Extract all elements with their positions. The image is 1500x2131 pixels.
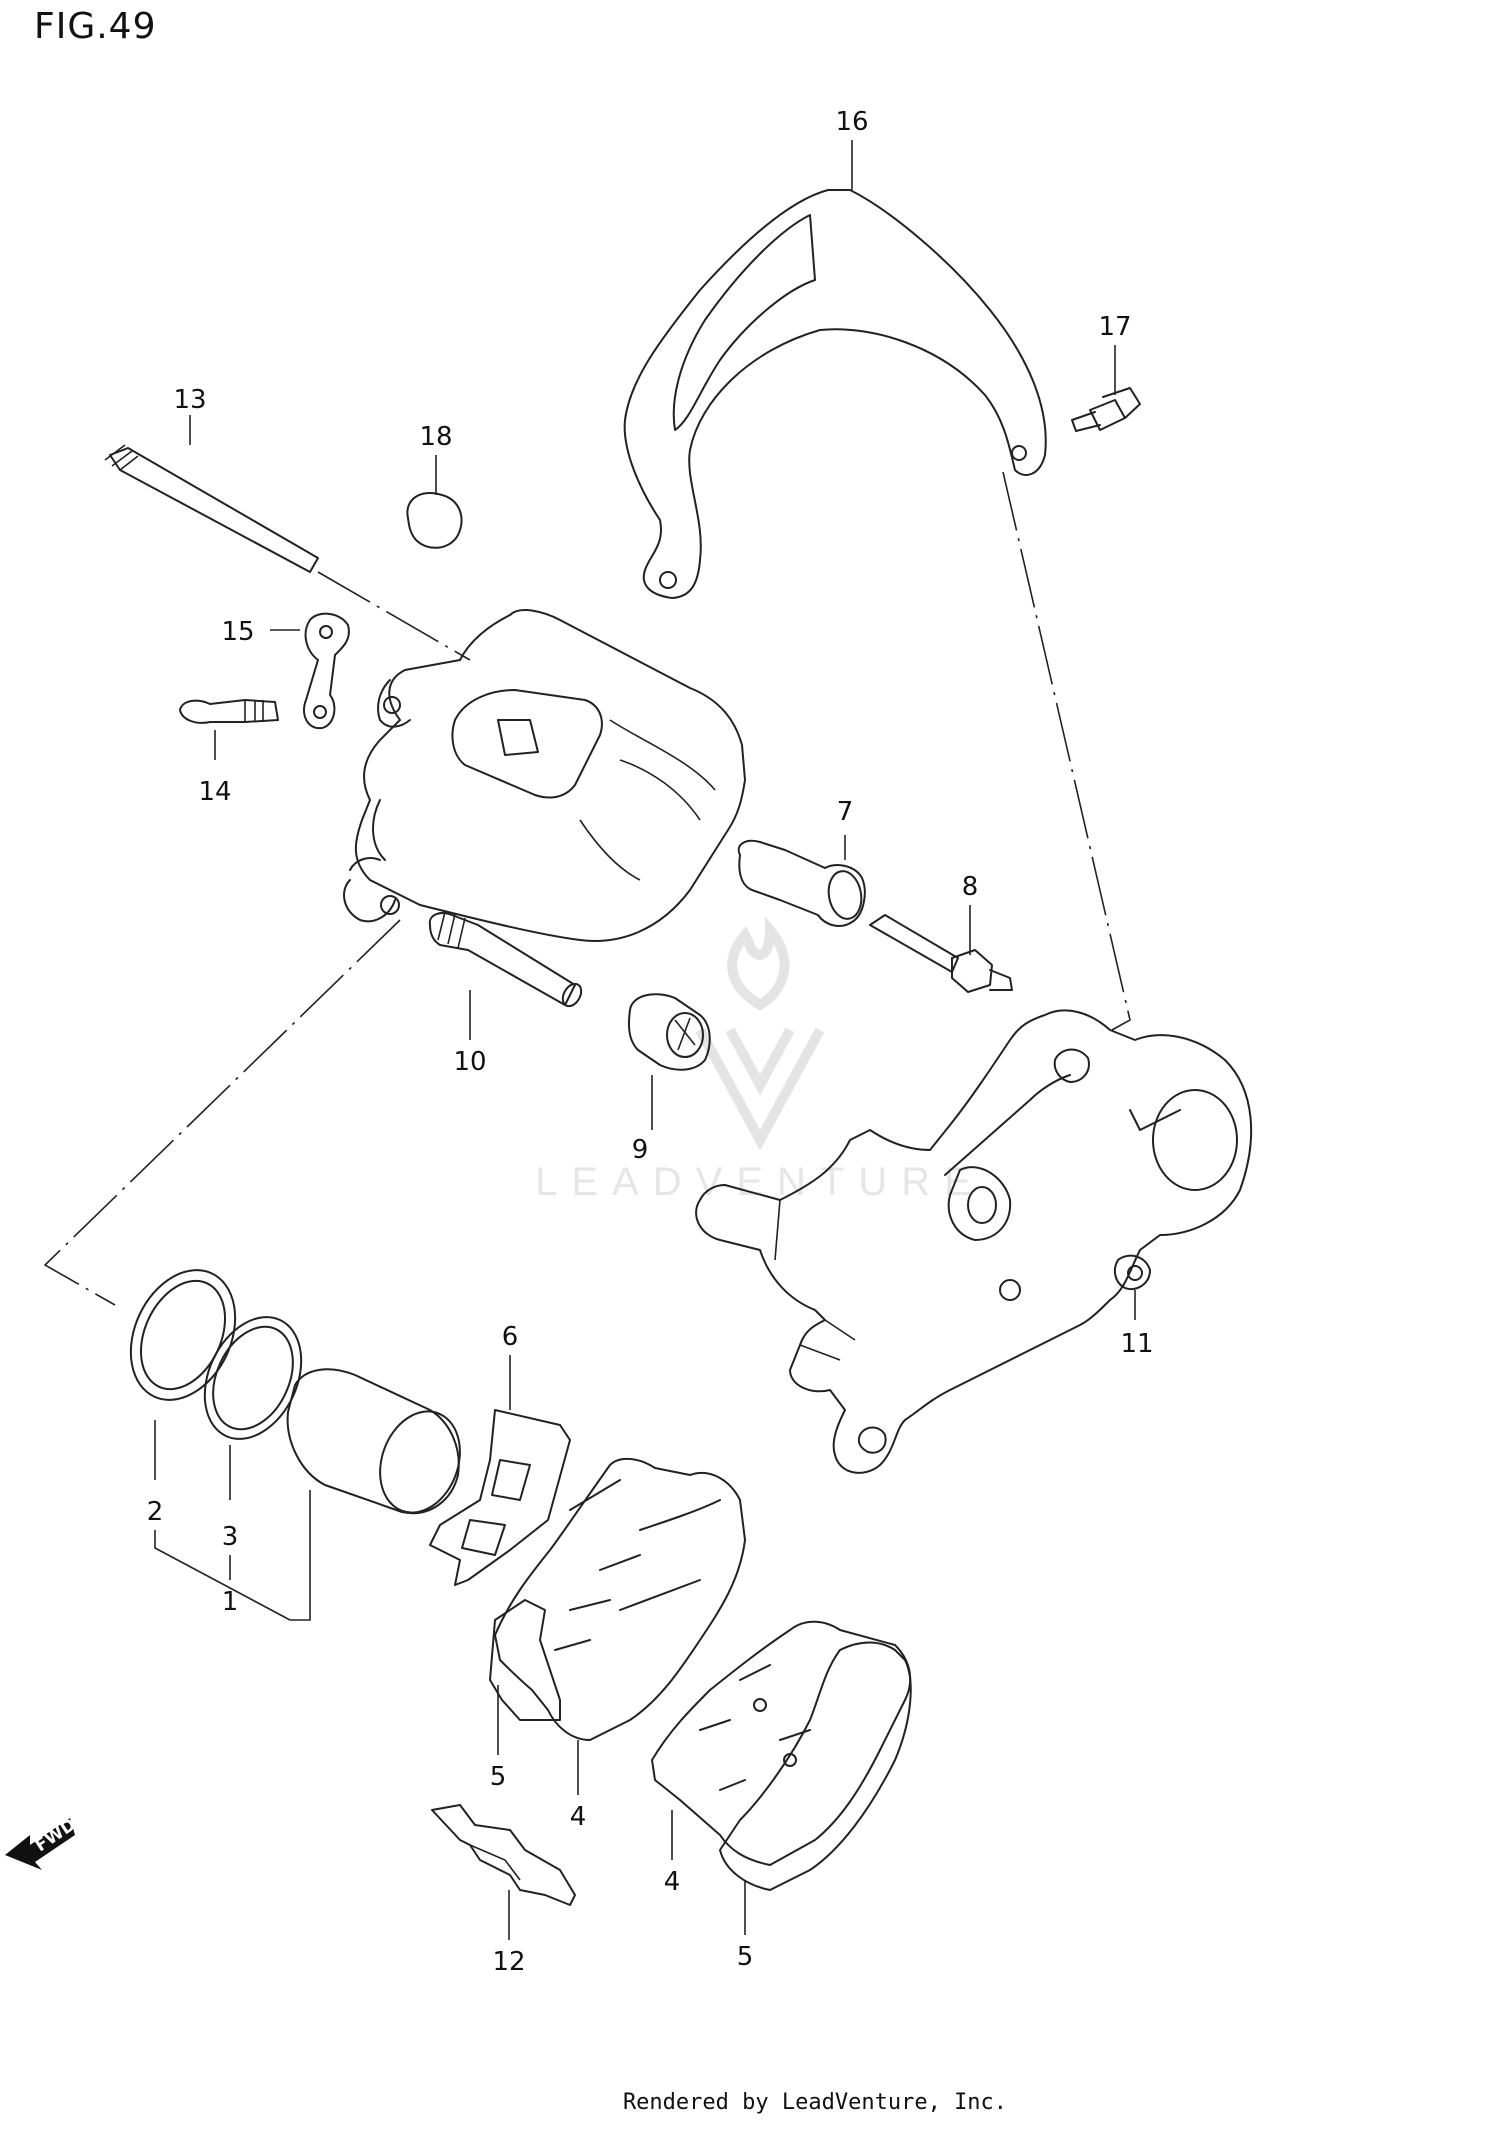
part-14-bleeder-screw xyxy=(179,699,279,724)
watermark-text: LEADVENTURE xyxy=(535,1160,985,1204)
part-6-shim xyxy=(429,1409,571,1586)
part-15-clip xyxy=(303,612,350,730)
pin-13-alignment-line xyxy=(317,571,471,661)
callout-5-left: 5 xyxy=(490,1762,507,1792)
part-1-piston xyxy=(286,1368,461,1515)
part-4-brake-pad-right xyxy=(651,1620,912,1866)
callout-13: 13 xyxy=(173,385,206,415)
leader-lines xyxy=(154,140,1136,1940)
part-7-sleeve xyxy=(737,839,866,927)
part-10-slide-pin xyxy=(428,911,583,1008)
part-13-pin xyxy=(104,444,319,573)
part-8-bolt xyxy=(869,914,1013,993)
callout-17: 17 xyxy=(1098,312,1131,342)
caliper-piston-alignment-line xyxy=(43,919,401,1306)
callout-6: 6 xyxy=(502,1322,519,1352)
part-2-seal xyxy=(129,1269,237,1401)
part-9-cap xyxy=(628,993,711,1071)
callout-18: 18 xyxy=(419,422,452,452)
forward-direction-arrow: FWD xyxy=(5,1815,80,1870)
part-5-pad-backing-right xyxy=(719,1641,912,1891)
callout-5-right: 5 xyxy=(737,1942,754,1972)
callout-11: 11 xyxy=(1120,1329,1153,1359)
part-5-pad-backing-left xyxy=(489,1599,561,1721)
part-4-brake-pad-left xyxy=(494,1457,746,1741)
part-12-pad-spring xyxy=(431,1804,576,1906)
figure-title: FIG.49 xyxy=(34,6,157,47)
callout-4-left: 4 xyxy=(570,1802,587,1832)
callout-15: 15 xyxy=(221,617,254,647)
callout-1: 1 xyxy=(222,1587,239,1617)
callout-12: 12 xyxy=(492,1947,525,1977)
fwd-label: FWD xyxy=(32,1815,80,1856)
guard-holder-alignment-line xyxy=(1002,471,1131,1031)
callout-8: 8 xyxy=(962,872,979,902)
part-11-caliper-holder xyxy=(695,1009,1253,1474)
callout-16: 16 xyxy=(835,107,868,137)
callout-7: 7 xyxy=(837,797,854,827)
callout-9: 9 xyxy=(632,1135,649,1165)
callout-numbers: 16 17 18 13 15 14 10 7 8 9 11 6 2 3 1 5 … xyxy=(147,107,1154,1977)
callout-2: 2 xyxy=(147,1497,164,1527)
callout-4-right: 4 xyxy=(664,1867,681,1897)
callout-10: 10 xyxy=(453,1047,486,1077)
part-16-caliper-guard xyxy=(623,189,1047,599)
watermark-logo xyxy=(695,916,825,1151)
callout-3: 3 xyxy=(222,1522,239,1552)
caliper-body xyxy=(343,609,746,942)
callout-14: 14 xyxy=(198,777,231,807)
footer-credit: Rendered by LeadVenture, Inc. xyxy=(622,2090,1008,2115)
part-17-bolt xyxy=(1071,387,1141,432)
part-18-cap xyxy=(406,492,463,549)
